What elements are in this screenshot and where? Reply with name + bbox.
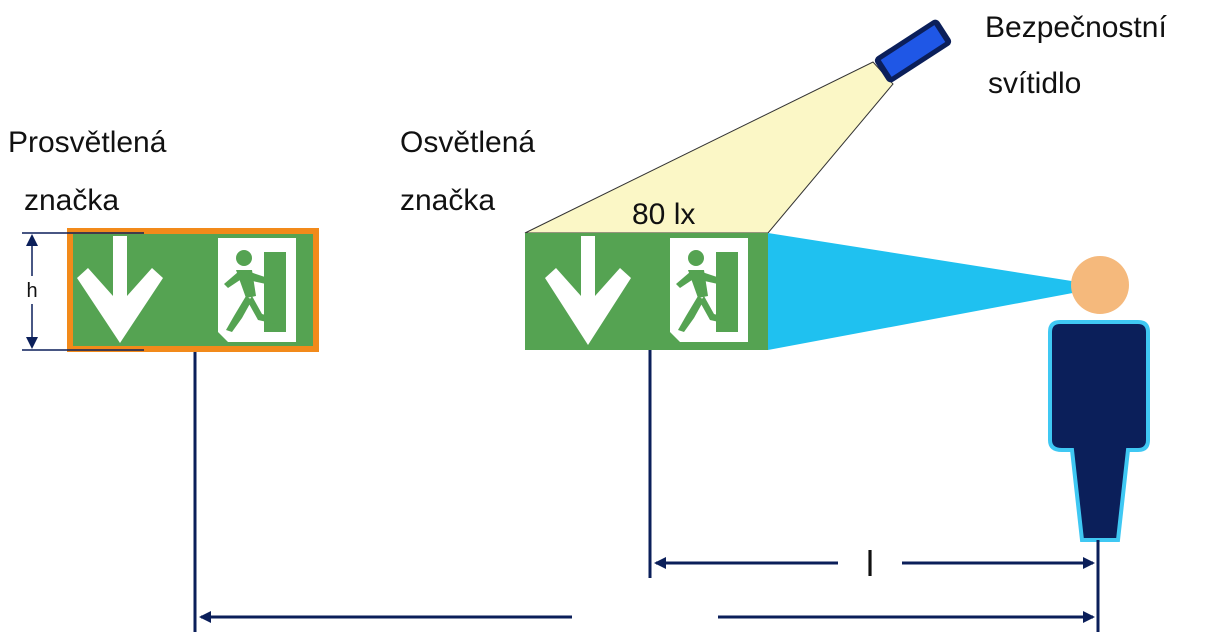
illuminance-label: 80 lx <box>632 198 695 231</box>
lit-sign-label-line1: Osvětlená <box>400 126 535 159</box>
running-man-icon <box>218 238 296 342</box>
down-arrow-icon <box>545 236 631 345</box>
lit-sign-label-line2: značka <box>400 184 495 217</box>
height-dimension <box>22 232 144 351</box>
distance-symbol: l <box>866 543 874 584</box>
luminaire-label-line1: Bezpečnostní <box>985 11 1167 44</box>
down-arrow-icon <box>77 236 163 343</box>
viewing-cone <box>768 233 1078 350</box>
light-cone <box>524 61 894 234</box>
luminaire-label-line2: svítidlo <box>988 67 1081 100</box>
backlit-sign-label-line2: značka <box>24 184 119 217</box>
person-icon <box>1048 256 1150 542</box>
height-symbol: h <box>26 280 37 302</box>
illuminated-exit-sign <box>525 233 768 350</box>
backlit-sign-label-line1: Prosvětlená <box>8 126 167 159</box>
safety-luminaire-icon <box>874 19 952 83</box>
running-man-icon <box>670 238 748 342</box>
backlit-exit-sign <box>67 228 319 352</box>
